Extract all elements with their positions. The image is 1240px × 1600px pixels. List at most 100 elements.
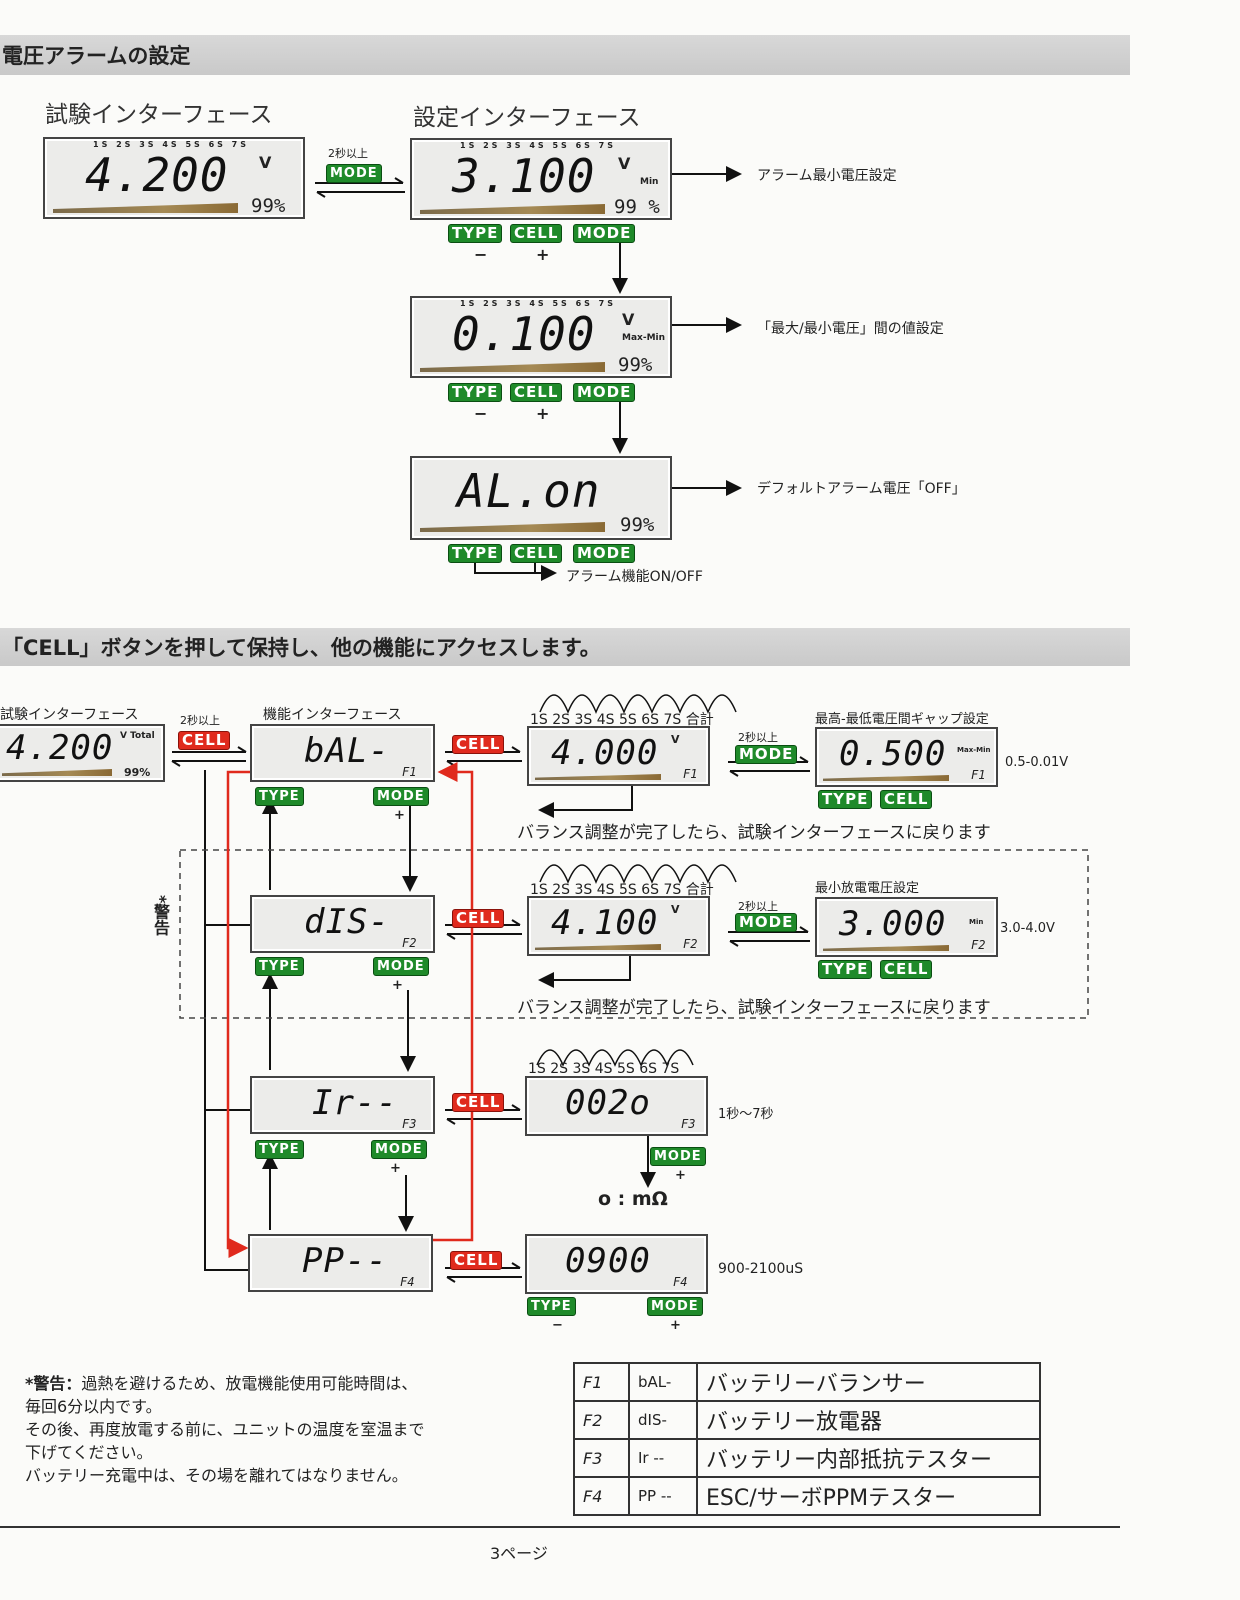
type-button[interactable]: TYPE [255, 957, 304, 976]
voltage-value: 4.200 [6, 728, 114, 768]
type-button[interactable]: TYPE [818, 960, 873, 979]
function-code: dIS- [304, 902, 390, 942]
cell-button[interactable]: CELL [510, 224, 563, 243]
mode-button[interactable]: MODE [650, 1147, 706, 1166]
gap-value: 0.500 [839, 734, 947, 774]
table-cell: bAL- [628, 1362, 698, 1402]
return-note: バランス調整が完了したら、試験インターフェースに戻ります [517, 823, 991, 843]
type-button[interactable]: TYPE [448, 224, 503, 243]
type-button[interactable]: TYPE [448, 383, 503, 402]
cell-button[interactable]: CELL [178, 731, 231, 750]
gap-setting-title: 最高-最低電圧間ギャップ設定 [815, 712, 989, 727]
warning-vertical-label: *警告 [151, 895, 170, 936]
voltage-value: 4.200 [85, 148, 229, 202]
cell-button[interactable]: CELL [880, 960, 933, 979]
function-f1-display: bAL- F1 [250, 724, 435, 782]
minus-sign: − [552, 1318, 563, 1333]
type-button[interactable]: TYPE [818, 790, 873, 809]
mode-button[interactable]: MODE [573, 544, 636, 563]
type-button[interactable]: TYPE [527, 1297, 576, 1316]
cell-button[interactable]: CELL [452, 909, 505, 928]
table-cell: F3 [573, 1438, 630, 1478]
minus-sign: − [474, 404, 488, 423]
mode-button[interactable]: MODE [735, 913, 798, 932]
percent: 99% [251, 195, 286, 217]
cell-button[interactable]: CELL [452, 735, 505, 754]
mode-button[interactable]: MODE [371, 1140, 427, 1159]
hold-note: 2秒以上 [738, 900, 778, 913]
type-button[interactable]: TYPE [448, 544, 503, 563]
function-number: F4 [400, 1275, 415, 1289]
table-cell: PP -- [628, 1476, 698, 1516]
cell-button[interactable]: CELL [450, 1251, 503, 1270]
voltage-value: 4.000 [551, 733, 659, 773]
alarm-default-note: デフォルトアラーム電圧「OFF」 [757, 481, 966, 497]
mode-button[interactable]: MODE [573, 224, 636, 243]
mode-button[interactable]: MODE [373, 957, 429, 976]
page-number: 3ページ [490, 1544, 548, 1563]
min-note: アラーム最小電圧設定 [757, 168, 897, 184]
function-number: F3 [402, 1117, 417, 1131]
plus-sign: + [392, 978, 403, 993]
voltage-value: 3.100 [452, 149, 596, 203]
range-note: 3.0-4.0V [1000, 921, 1055, 936]
function-number: F2 [402, 936, 417, 950]
capacity-bar [535, 774, 661, 780]
balance-voltage-display: 4.000 V F1 [527, 726, 710, 786]
table-cell: バッテリーバランサー [696, 1362, 1041, 1402]
table-cell: バッテリー放電器 [696, 1400, 1041, 1440]
capacity-bar [2, 769, 112, 776]
function-code: bAL- [304, 731, 390, 771]
plus-sign: + [394, 808, 405, 823]
max-min-tag: Max-Min [957, 746, 991, 754]
plus-sign: + [670, 1318, 681, 1333]
cell-button[interactable]: CELL [510, 383, 563, 402]
ppm-display: 0900 F4 [525, 1234, 708, 1294]
function-number: F2 [683, 937, 698, 951]
resistance-display: 002o F3 [525, 1076, 708, 1136]
cell-button[interactable]: CELL [452, 1093, 505, 1112]
warning-line: 毎回6分以内です。 [25, 1397, 162, 1416]
cell-button[interactable]: CELL [510, 544, 563, 563]
range-note: 0.5-0.01V [1005, 755, 1069, 770]
type-button[interactable]: TYPE [255, 1140, 304, 1159]
unit: V [671, 733, 680, 746]
range-note: 1秒〜7秒 [718, 1107, 774, 1122]
plus-sign: + [390, 1161, 401, 1176]
mode-button[interactable]: MODE [326, 164, 382, 183]
function-code: PP-- [302, 1241, 388, 1281]
lcd-max-min: 1S 2S 3S 4S 5S 6S 7S 0.100 V Max-Min 99% [410, 296, 672, 378]
section-heading-alarm: 電圧アラームの設定 [0, 35, 1130, 75]
lcd-min-voltage: 1S 2S 3S 4S 5S 6S 7S 3.100 V Min 99 % [410, 138, 672, 220]
percent: 99% [620, 514, 655, 536]
table-cell: F4 [573, 1476, 630, 1516]
function-number: F4 [673, 1275, 688, 1289]
mode-button[interactable]: MODE [573, 383, 636, 402]
cell-indicators: 1S 2S 3S 4S 5S 6S 7S [93, 140, 250, 149]
test-interface-label: 試験インターフェース [0, 707, 139, 723]
function-f4-display: PP-- F4 [248, 1234, 433, 1292]
unit: V [671, 903, 680, 916]
alarm-state: AL.on [457, 464, 601, 518]
function-f3-display: Ir-- F3 [250, 1076, 435, 1134]
type-button[interactable]: TYPE [255, 787, 304, 806]
unit: V [259, 153, 272, 172]
mode-button[interactable]: MODE [735, 745, 798, 764]
mode-button[interactable]: MODE [647, 1297, 703, 1316]
cell-cycle-labels: 1S 2S 3S 4S 5S 6S 7S 合計 [530, 882, 714, 898]
unit-note: o : mΩ [598, 1188, 668, 1210]
cell-button[interactable]: CELL [880, 790, 933, 809]
plus-sign: + [536, 404, 550, 423]
hold-note: 2秒以上 [180, 714, 220, 727]
table-cell: dIS- [628, 1400, 698, 1440]
return-note: バランス調整が完了したら、試験インターフェースに戻ります [517, 998, 991, 1018]
capacity-bar [823, 775, 949, 781]
mode-button[interactable]: MODE [373, 787, 429, 806]
capacity-bar [420, 204, 605, 214]
gap-setting-display: 0.500 Max-Min F1 [815, 727, 998, 787]
resistance-value: 002o [565, 1083, 651, 1123]
unit: V [618, 154, 631, 173]
hold-note: 2秒以上 [328, 147, 368, 160]
table-cell: F2 [573, 1400, 630, 1440]
